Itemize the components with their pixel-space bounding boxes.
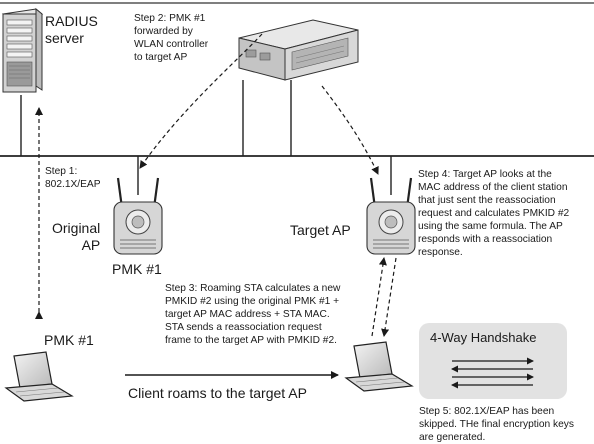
reassociation-request-arrow: [371, 257, 387, 337]
roamed-laptop-icon: [344, 341, 414, 392]
step4-text: Step 4: Target AP looks at the MAC addre…: [418, 169, 570, 258]
client-laptop-icon: [4, 351, 74, 402]
step1-text: Step 1: 802.1X/EAP: [45, 166, 101, 190]
client-pmk-label: PMK #1: [44, 332, 94, 348]
step3-text: Step 3: Roaming STA calculates a new PMK…: [165, 283, 341, 346]
target-ap-icon: [366, 177, 416, 255]
radius-server-label: RADIUS server: [45, 13, 98, 46]
step2-arrow-to-original-ap: [139, 33, 263, 169]
reassociation-response-arrow: [381, 257, 397, 337]
handshake-label: 4-Way Handshake: [430, 330, 537, 345]
radius-server-icon: [1, 7, 44, 93]
roam-label: Client roams to the target AP: [128, 385, 307, 401]
step2-arrow-to-target-ap: [321, 85, 379, 175]
original-ap-icon: [113, 177, 163, 255]
target-ap-label: Target AP: [290, 222, 351, 238]
step5-text: Step 5: 802.1X/EAP has been skipped. THe…: [419, 406, 574, 443]
step2-text: Step 2: PMK #1 forwarded by WLAN control…: [134, 13, 209, 63]
original-ap-pmk-label: PMK #1: [112, 261, 162, 277]
original-ap-label: Original AP: [52, 220, 101, 253]
wlan-controller-icon: [238, 19, 359, 81]
